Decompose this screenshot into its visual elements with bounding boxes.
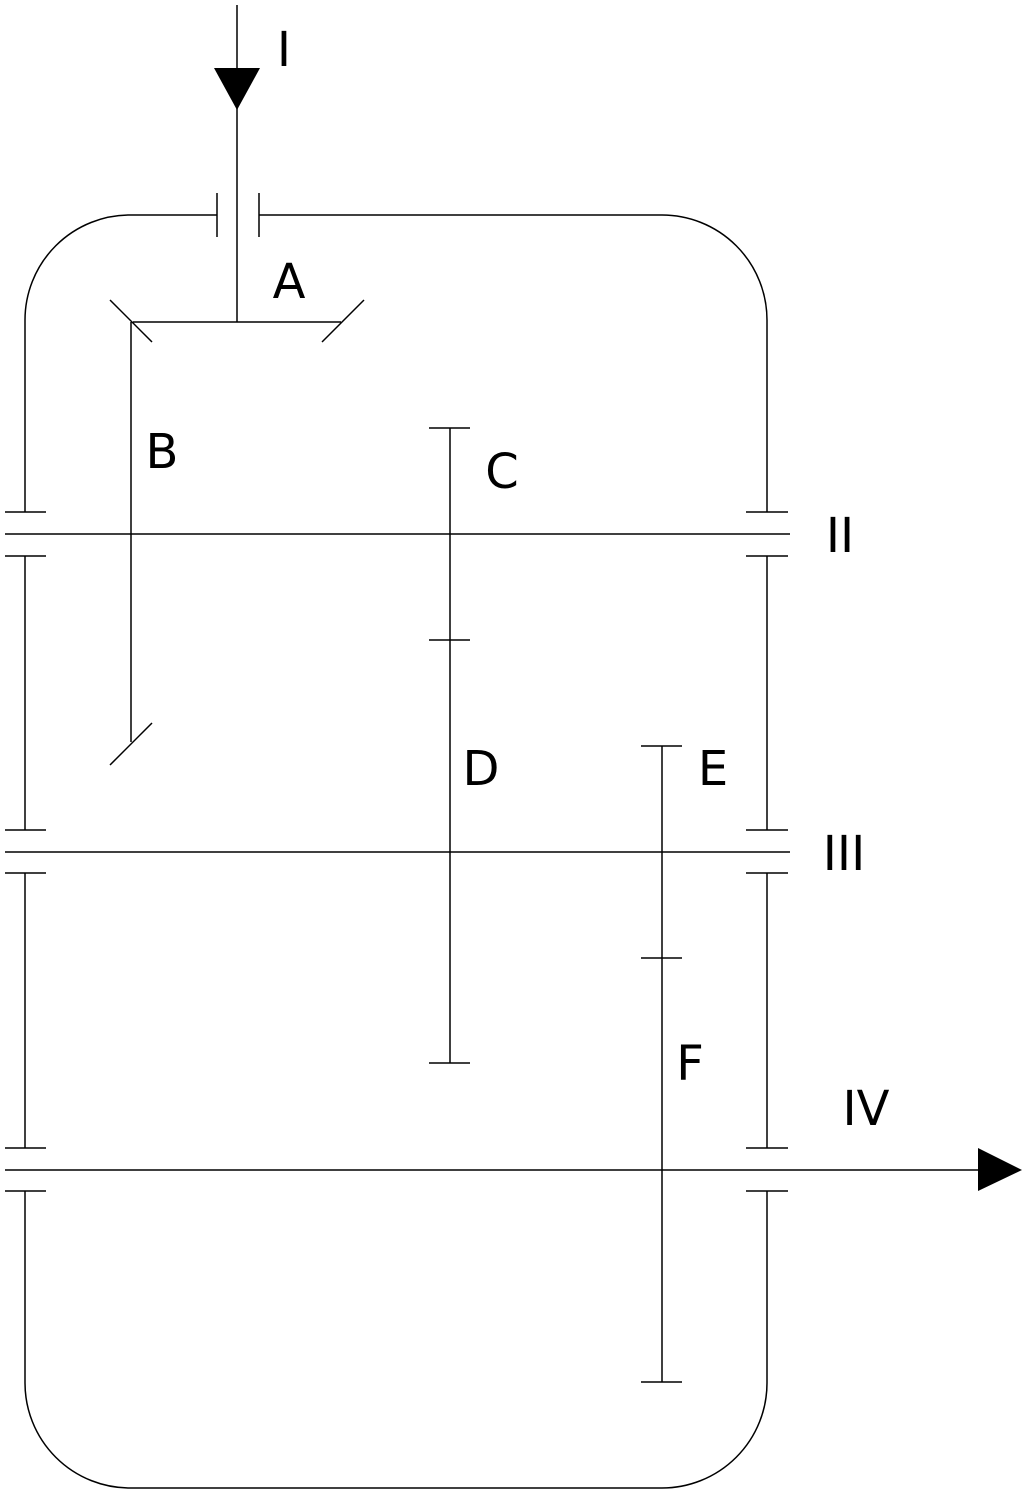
housing-outline [24,214,768,1489]
label-gear-f: F [676,1036,704,1092]
label-shaft-4: IV [843,1081,890,1137]
label-gear-b: B [146,424,179,480]
label-shaft-1: I [277,22,291,78]
bevel-gear-b [109,322,153,766]
spur-gears-c-d [429,427,470,1064]
label-gear-e: E [698,741,728,797]
input-arrow-icon [214,68,260,110]
label-gear-c: C [485,444,519,500]
shaft-3 [5,829,790,874]
spur-gears-e-f [641,745,682,1383]
bevel-gear-a [109,299,365,343]
label-shaft-3: III [823,826,865,882]
label-gear-d: D [463,741,500,797]
output-shaft-4 [5,1147,1022,1192]
shaft-2 [5,511,790,557]
input-shaft-1 [214,5,260,322]
output-arrow-icon [978,1148,1022,1191]
label-gear-a: A [273,254,306,310]
label-shaft-2: II [826,508,854,564]
